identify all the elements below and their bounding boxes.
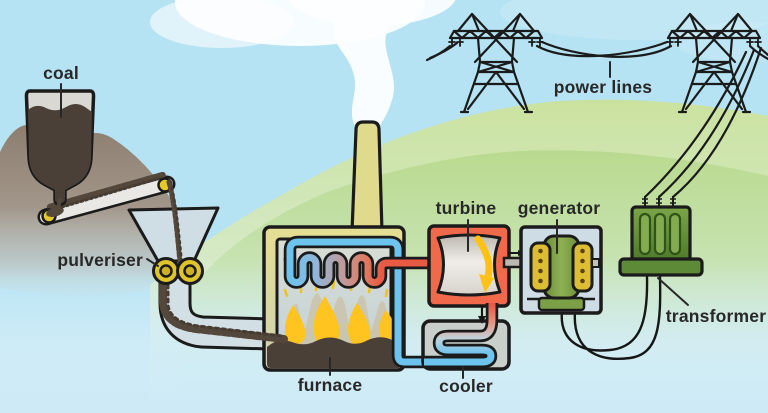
steam-flow-arrow <box>478 304 486 324</box>
generator-cables <box>560 275 662 360</box>
right-exit-wire-2 <box>756 44 768 57</box>
boiler-serpentine <box>286 254 433 286</box>
crushed-coal-stream-grain <box>166 276 284 338</box>
power-lines-label: power lines <box>554 77 653 97</box>
left-exit-wire-2 <box>428 41 459 60</box>
flames <box>285 296 398 347</box>
transformer-feed-wire-2 <box>657 48 756 199</box>
transformer-base <box>618 257 704 277</box>
chimney <box>350 120 384 234</box>
generator-label: generator <box>518 198 601 218</box>
transmission-tower-left <box>448 12 544 114</box>
label-pointers <box>60 61 689 379</box>
crushed-coal-stream <box>159 272 288 343</box>
stator-coil-left <box>529 241 552 293</box>
transformer-feed-wire-3 <box>671 46 763 199</box>
hopper-coal <box>28 104 92 203</box>
smoke-cloud-2 <box>150 0 294 48</box>
falling-coal-grain <box>170 186 184 265</box>
cold-water-pipe <box>286 238 426 366</box>
coal-hopper <box>24 89 96 217</box>
span-wire-2 <box>540 40 673 58</box>
coil-windings <box>538 248 585 284</box>
cooler-coil <box>424 303 496 366</box>
conveyor-belt <box>40 178 173 223</box>
transformer-feed-wire-1 <box>643 50 748 199</box>
rotation-arrow-head <box>479 274 494 293</box>
coal-label: coal <box>43 63 79 83</box>
pulveriser-pointer <box>146 258 159 267</box>
transformer-pointer <box>657 277 689 306</box>
coal-on-belt <box>46 171 167 211</box>
smoke-plume <box>333 0 406 130</box>
furnace <box>262 225 433 372</box>
tower-mast-cross <box>470 12 522 64</box>
power-line-wires <box>425 40 768 199</box>
furnace-label: furnace <box>298 375 363 395</box>
pulveriser-label: pulveriser <box>57 250 143 270</box>
insulators <box>448 37 544 47</box>
rotation-arrow <box>474 235 493 283</box>
roller-left-hub <box>159 264 173 278</box>
falling-coal-stream <box>166 179 183 265</box>
rotor-base <box>537 296 586 312</box>
turbine-label: turbine <box>436 198 497 218</box>
tower-legs <box>459 70 534 114</box>
generator <box>519 225 603 315</box>
transformer-fins <box>638 212 682 256</box>
coal-pile-on-belt <box>46 207 64 217</box>
coal-on-belt-grain <box>50 176 162 212</box>
transformer-label: transformer <box>666 306 766 326</box>
cooler-label: cooler <box>439 376 493 396</box>
pulveriser-rollers <box>152 257 204 285</box>
shaft-end-stub <box>591 258 600 268</box>
transformer <box>618 196 704 277</box>
burning-coal-bed <box>267 337 401 368</box>
roller-right-hub <box>183 264 197 278</box>
